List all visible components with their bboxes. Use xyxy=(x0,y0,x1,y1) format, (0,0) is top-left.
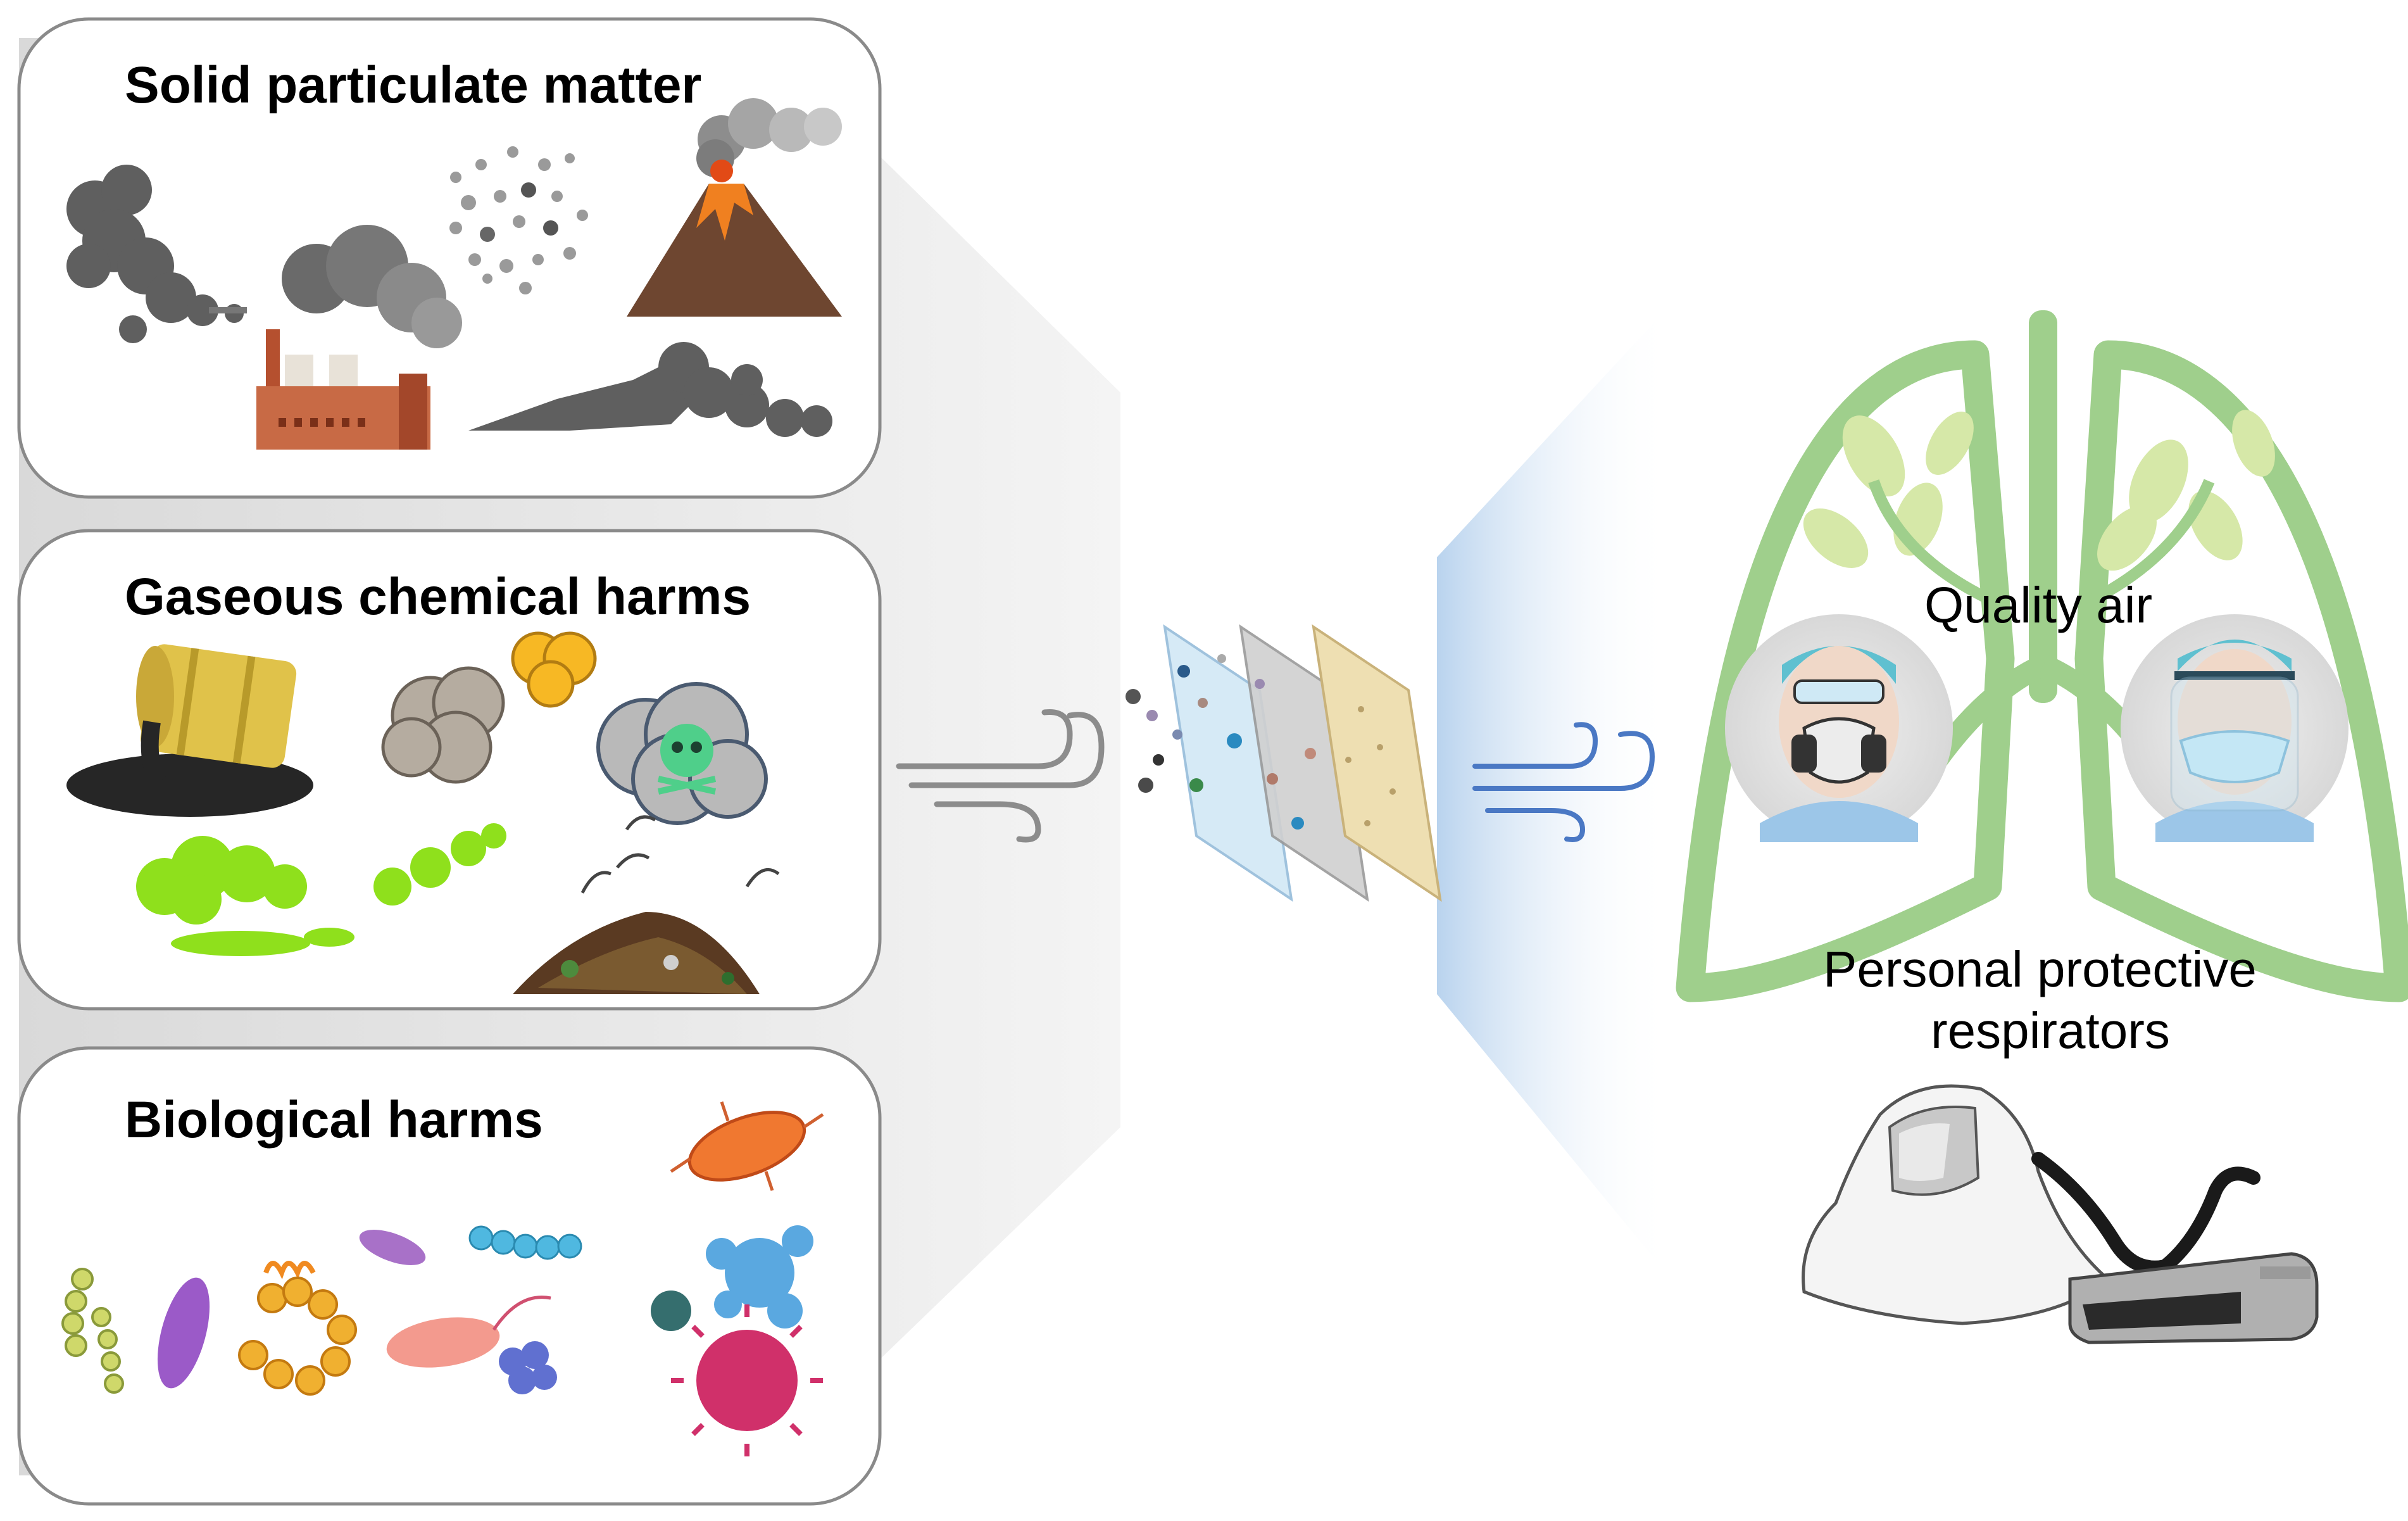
factory-icon xyxy=(256,225,462,450)
oil-barrel-spill-icon xyxy=(66,644,313,817)
blue-wind-icon xyxy=(1472,722,1655,842)
grey-wind-icon xyxy=(896,709,1105,843)
panel-title-gaseous: Gaseous chemical harms xyxy=(125,568,751,626)
face-shield-person-icon xyxy=(2121,614,2348,842)
toxic-skull-cloud-icon xyxy=(596,682,768,825)
green-toxic-gas-icon xyxy=(136,823,506,956)
respirators-label-line2: respirators xyxy=(1931,1002,2170,1059)
garbage-pile-icon xyxy=(513,815,780,994)
lungs-icon xyxy=(1676,310,2408,1002)
virus-icon xyxy=(671,1304,823,1456)
panel-biological xyxy=(17,1046,882,1506)
particles-icon xyxy=(449,146,588,294)
respirators-label-line1: Personal protective xyxy=(1823,941,2257,997)
quality-air-label: Quality air xyxy=(1924,577,2153,633)
filter-layers-icon xyxy=(1126,624,1442,902)
gas-cloud-icon xyxy=(381,631,597,784)
half-mask-respirator-person-icon xyxy=(1725,614,1953,842)
bacteria-icon xyxy=(61,1101,824,1396)
smoke-trail-icon xyxy=(468,342,832,437)
blue-funnel xyxy=(1437,304,1671,1279)
volcano-icon xyxy=(627,98,842,317)
fungus-icon xyxy=(651,1225,813,1331)
panel-title-solid: Solid particulate matter xyxy=(125,56,702,114)
panel-title-biological: Biological harms xyxy=(125,1091,543,1149)
papr-hood-icon xyxy=(1802,1084,2319,1344)
smoke-puff-icon xyxy=(66,165,247,343)
